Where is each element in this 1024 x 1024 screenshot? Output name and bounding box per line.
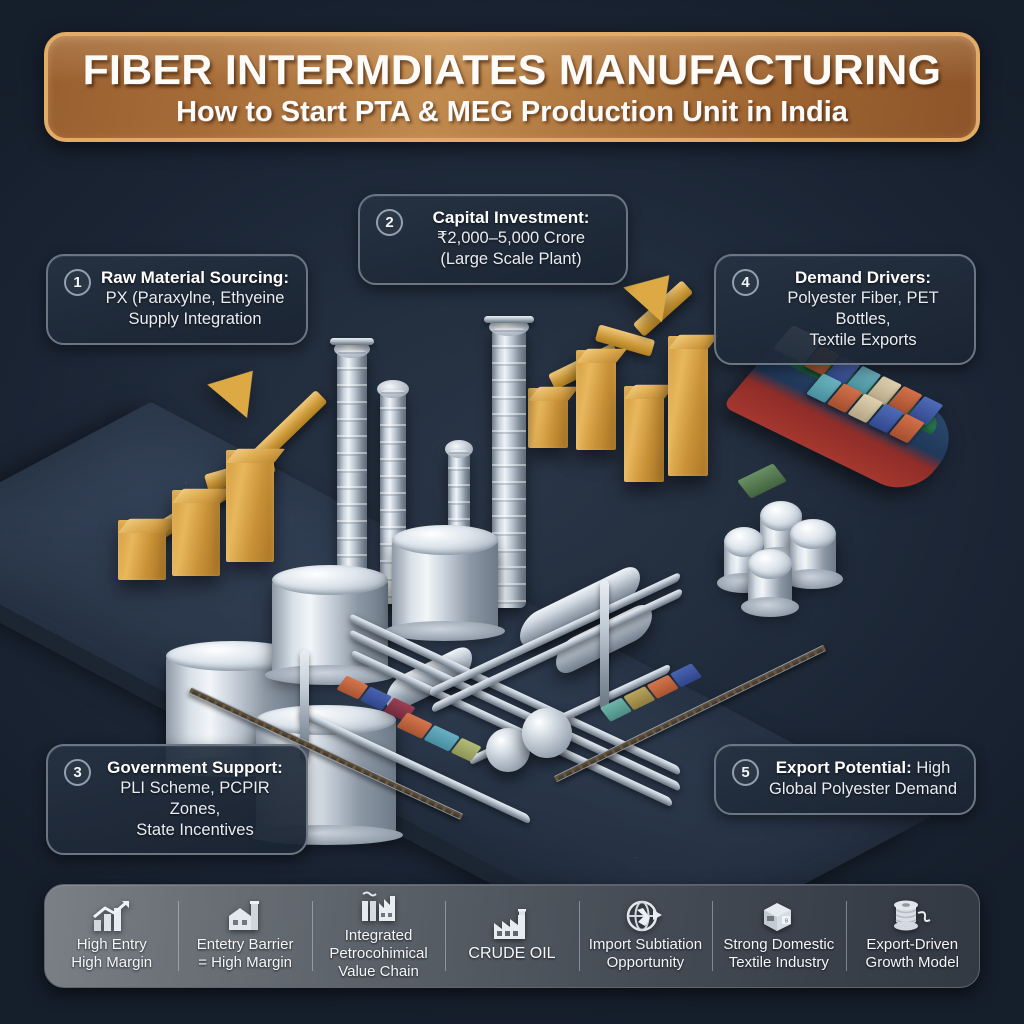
factory-icon <box>491 907 533 941</box>
feature-export-driven-growth[interactable]: Export-Driven Growth Model <box>845 885 979 987</box>
growth-chart-icon <box>92 898 132 932</box>
factory-house-icon <box>225 898 265 932</box>
callout-badge-4: 4 <box>732 269 759 296</box>
callout-heading-5: Export Potential: <box>775 758 912 777</box>
callout-badge-5: 5 <box>732 759 759 786</box>
callout-capital-investment[interactable]: 2 Capital Investment: ₹2,000–5,000 Crore… <box>358 194 628 285</box>
globe-arrow-icon <box>626 898 664 932</box>
thread-spool-icon <box>890 898 934 932</box>
feature-entry-barrier[interactable]: Entetry Barrier = High Margin <box>178 885 311 987</box>
feature-label-7: Export-Driven Growth Model <box>865 936 959 971</box>
feature-label-3: Integrated Petrocohimical Value Chain <box>329 927 428 980</box>
page-title: FIBER INTERMDIATES MANUFACTURING <box>82 45 942 93</box>
feature-bar: High Entry High Margin Entetry Barrier =… <box>44 884 980 988</box>
callout-body-4: Polyester Fiber, PET Bottles, Textile Ex… <box>787 289 939 349</box>
callout-body-2: ₹2,000–5,000 Crore (Large Scale Plant) <box>436 229 586 268</box>
package-box-icon: B <box>759 898 799 932</box>
feature-label-5: Import Subtiation Opportunity <box>588 936 703 971</box>
storage-tank-4 <box>385 540 505 641</box>
callout-badge-1: 1 <box>64 269 91 296</box>
callout-export-potential[interactable]: 5 Export Potential: High Global Polyeste… <box>714 744 976 815</box>
callout-raw-material-sourcing[interactable]: 1 Raw Material Sourcing: PX (Paraxylne, … <box>46 254 308 345</box>
sphere-tank-2 <box>522 708 572 758</box>
page-subtitle: How to Start PTA & MEG Production Unit i… <box>176 95 848 128</box>
feature-label-6: Strong Domestic Textile Industry <box>723 936 835 971</box>
feature-label-1: High Entry High Margin <box>71 936 153 971</box>
feature-integrated-value-chain[interactable]: Integrated Petrocohimical Value Chain <box>311 885 445 987</box>
feature-domestic-textile[interactable]: B Strong Domestic Textile Industry <box>712 885 845 987</box>
callout-government-support[interactable]: 3 Government Support: PLI Scheme, PCPIR … <box>46 744 308 856</box>
callout-heading-1: Raw Material Sourcing: <box>101 268 289 287</box>
callout-body-1: PX (Paraxylne, Ethyeine Supply Integrati… <box>105 289 285 328</box>
callout-heading-4: Demand Drivers: <box>794 268 932 287</box>
callout-heading-2: Capital Investment: <box>432 208 590 227</box>
smokestack-factory-icon <box>359 889 399 923</box>
rail-wagon-green <box>737 463 787 499</box>
svg-text:B: B <box>785 919 789 925</box>
callout-body-5: High Global Polyester Demand <box>768 759 957 798</box>
feature-crude-oil[interactable]: CRUDE OIL <box>445 885 578 987</box>
callout-badge-3: 3 <box>64 759 91 786</box>
callout-demand-drivers[interactable]: 4 Demand Drivers: Polyester Fiber, PET B… <box>714 254 976 366</box>
feature-import-substitution[interactable]: Import Subtiation Opportunity <box>578 885 712 987</box>
callout-heading-3: Government Support: <box>107 758 283 777</box>
title-banner: FIBER INTERMDIATES MANUFACTURING How to … <box>44 32 980 142</box>
feature-high-entry-high-margin[interactable]: High Entry High Margin <box>45 885 178 987</box>
feature-label-2: Entetry Barrier = High Margin <box>196 936 294 971</box>
callout-body-3: PLI Scheme, PCPIR Zones, State Incentive… <box>120 779 270 839</box>
callout-badge-2: 2 <box>376 209 403 236</box>
feature-label-4: CRUDE OIL <box>468 944 556 962</box>
